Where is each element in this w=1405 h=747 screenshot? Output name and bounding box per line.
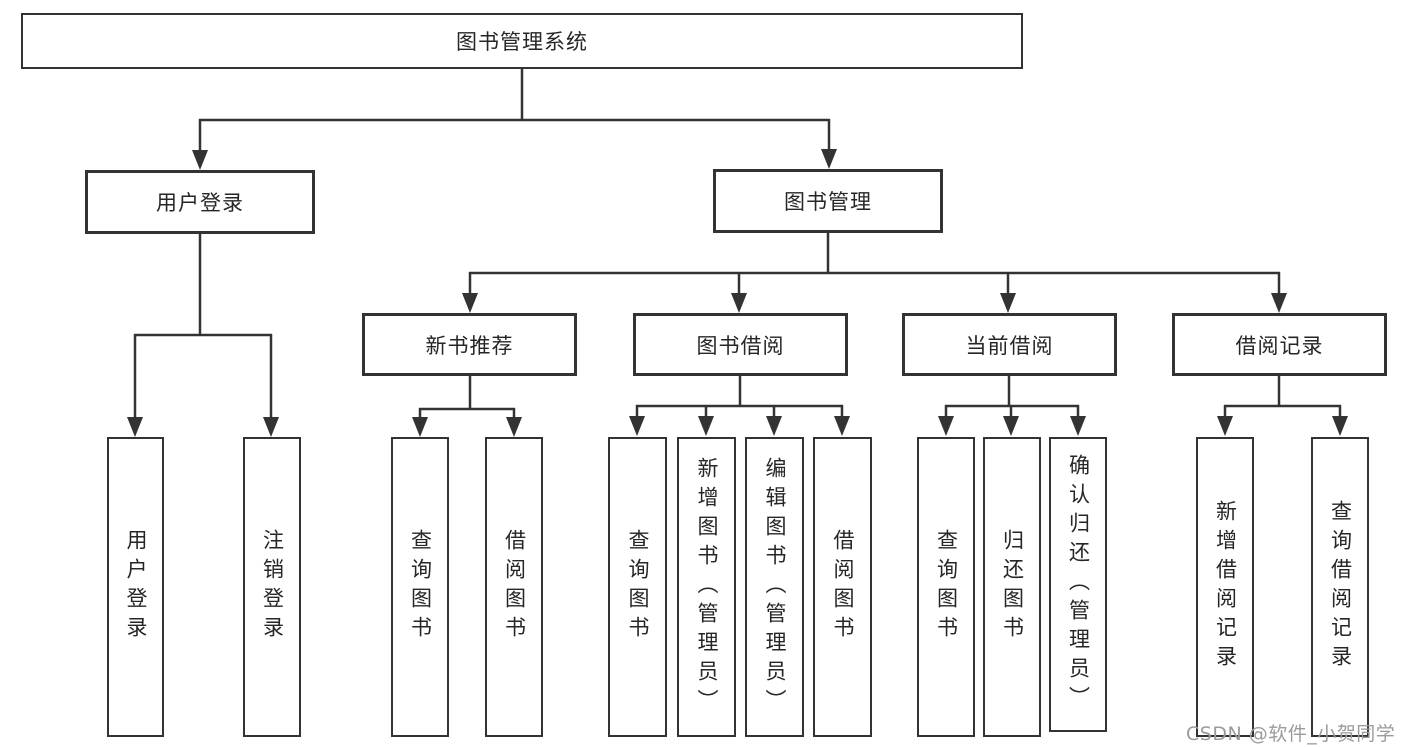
leaf-return-book: 归还图书 (983, 437, 1041, 737)
edge-user-login-group (133, 233, 273, 421)
node-label: 查询图书 (408, 529, 433, 645)
arrow-down-icon (629, 416, 645, 436)
arrow-down-icon (1271, 293, 1287, 313)
edge-level1-rail (198, 118, 831, 154)
arrow-down-icon (1003, 416, 1019, 436)
arrow-down-icon (834, 416, 850, 436)
leaf-confirm-return-admin: 确认归还（管理员） (1049, 437, 1107, 732)
node-book-management: 图书管理 (713, 169, 943, 233)
leaf-query-book-borrow: 查询图书 (608, 437, 667, 737)
arrow-down-icon (766, 416, 782, 436)
leaf-borrow-book-recommend: 借阅图书 (485, 437, 543, 737)
arrow-down-icon (462, 293, 478, 313)
node-user-login: 用户登录 (85, 170, 315, 234)
edge-book-mgmt-rail (468, 232, 1281, 297)
node-label: 查询图书 (626, 529, 650, 645)
csdn-watermark: CSDN @软件_小贺同学 (1186, 723, 1396, 745)
leaf-query-book-current: 查询图书 (917, 437, 975, 737)
node-borrow-record: 借阅记录 (1172, 313, 1387, 376)
leaf-edit-book-admin: 编辑图书（管理员） (745, 437, 804, 737)
node-label: 图书管理 (784, 190, 872, 214)
arrow-down-icon (1000, 293, 1016, 313)
edge-current-borrow-group (944, 375, 1080, 420)
node-label: 编辑图书（管理员） (763, 456, 787, 718)
node-label: 新增借阅记录 (1213, 500, 1238, 674)
edge-new-book-group (418, 375, 516, 421)
arrow-down-icon (263, 417, 279, 437)
node-label: 用户登录 (156, 191, 244, 215)
node-label: 新书推荐 (425, 333, 514, 358)
leaf-user-login: 用户登录 (107, 437, 164, 737)
node-label: 借阅记录 (1235, 333, 1324, 358)
leaf-borrow-book: 借阅图书 (813, 437, 872, 737)
node-label: 注销登录 (260, 529, 285, 645)
arrow-down-icon (1217, 416, 1233, 436)
node-new-book-recommend: 新书推荐 (362, 313, 577, 376)
arrow-down-icon (1332, 416, 1348, 436)
arrow-down-icon (821, 149, 837, 169)
arrow-down-icon (698, 416, 714, 436)
arrow-down-icon (1070, 416, 1086, 436)
arrow-down-icon (412, 417, 428, 437)
node-label: 图书管理系统 (456, 30, 588, 54)
node-current-borrow: 当前借阅 (902, 313, 1117, 376)
arrow-down-icon (127, 417, 143, 437)
node-label: 新增图书（管理员） (695, 456, 719, 718)
leaf-add-borrow-record: 新增借阅记录 (1196, 437, 1254, 737)
leaf-logout: 注销登录 (243, 437, 301, 737)
leaf-query-borrow-record: 查询借阅记录 (1311, 437, 1369, 737)
arrow-down-icon (938, 416, 954, 436)
edge-borrow-record-group (1223, 375, 1342, 420)
node-book-borrow: 图书借阅 (633, 313, 848, 376)
edge-book-borrow-group (635, 375, 844, 420)
node-label: 借阅图书 (831, 529, 855, 645)
node-label: 查询图书 (934, 529, 959, 645)
node-label: 确认归还（管理员） (1066, 454, 1091, 715)
node-label: 归还图书 (1000, 529, 1025, 645)
node-root-system: 图书管理系统 (21, 13, 1023, 69)
arrow-down-icon (192, 150, 208, 170)
node-label: 查询借阅记录 (1328, 500, 1353, 674)
node-label: 图书借阅 (696, 333, 785, 358)
leaf-add-book-admin: 新增图书（管理员） (677, 437, 736, 737)
node-label: 借阅图书 (502, 529, 527, 645)
node-label: 用户登录 (124, 529, 148, 645)
node-label: 当前借阅 (965, 333, 1054, 358)
arrow-down-icon (506, 417, 522, 437)
arrow-down-icon (731, 293, 747, 313)
leaf-query-book-recommend: 查询图书 (391, 437, 449, 737)
